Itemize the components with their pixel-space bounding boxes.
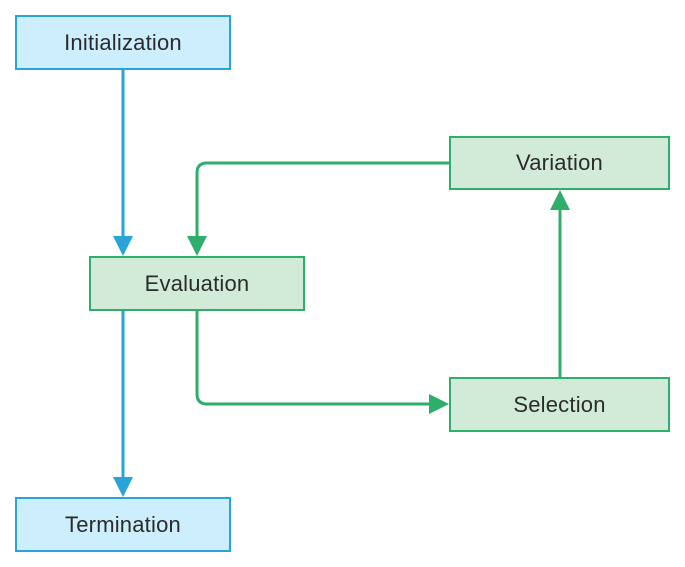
node-termination: Termination <box>15 497 231 552</box>
node-evaluation-label: Evaluation <box>144 270 250 296</box>
edge-evaluation-to-selection <box>195 311 449 414</box>
node-initialization-label: Initialization <box>64 29 182 55</box>
edge-evaluation-to-termination <box>113 311 133 497</box>
node-termination-label: Termination <box>65 511 181 537</box>
edge-selection-to-variation <box>550 190 570 377</box>
node-selection-label: Selection <box>513 391 606 417</box>
node-variation-label: Variation <box>516 150 603 175</box>
edge-initialization-to-evaluation <box>113 70 133 256</box>
edge-variation-to-evaluation <box>187 161 449 256</box>
node-initialization: Initialization <box>15 15 231 70</box>
node-variation: Variation <box>449 136 670 190</box>
node-selection: Selection <box>449 377 670 432</box>
node-evaluation: Evaluation <box>89 256 305 311</box>
